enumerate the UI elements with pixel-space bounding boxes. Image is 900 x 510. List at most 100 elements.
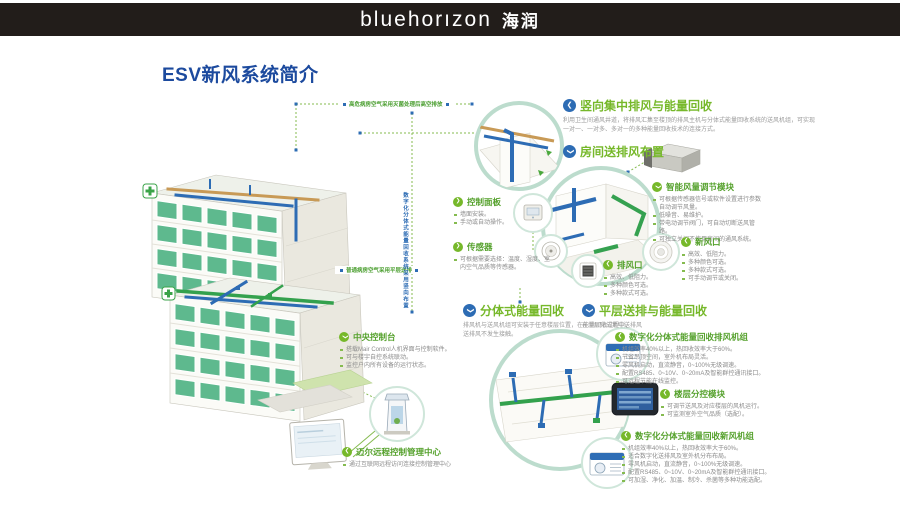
bullet-item: 可监测室外空气品质（选配）。 [660,411,792,419]
section-title: 房间送排风布置 [580,145,665,159]
section-title: 平层送排与能量回收 [599,304,708,318]
bullet-item: 多种款式可选。 [603,290,675,298]
top-logo-bar: bluehorızon 海润 [0,3,900,36]
bullet-item: 机组效率40%以上，热回收效率大于60%。 [615,346,807,354]
link-lines [348,430,380,458]
section-sensor: ❯ 传感器 可根据需要选择：温度、湿度、室内空气品质等传感器。 [453,241,555,272]
device-vav-box [644,143,702,173]
bullet-list: 可调节送风及对应楼层的风机运行。可监测室外空气品质（选配）。 [660,403,792,419]
section-desc: 在单层完成集中送排风 [582,323,643,329]
chevron-left-icon: ❮ [603,260,613,270]
device-erv-fresh-unit [581,437,633,489]
chevron-down-icon: ❯ [463,304,476,317]
chevron-down-icon: ❯ [652,182,662,192]
chevron-left-icon: ❮ [681,237,691,247]
section-central-console: ❯ 中央控制台 搭载Mair Control人机界面与控制软件。可与楼宇自控系统… [339,331,451,370]
bullet-item: 可与楼宇自控系统联动。 [339,354,451,362]
device-exhaust-grille [571,254,605,288]
section-floor-module: ❮ 楼层分控模块 可调节送风及对应楼层的风机运行。可监测室外空气品质（选配）。 [660,388,792,419]
section-title: 数字化分体式能量回收排风机组 [629,332,749,342]
section-title: 中央控制台 [353,332,396,342]
bullet-item: 零风机启动，直流静音，0~100%无级调速。 [621,461,827,469]
chevron-down-icon: ❯ [563,145,576,158]
section-fresh-outlet: ❮ 新风口 高效、低阻力。多种颜色可选。多种款式可选。可手动调节或关闭。 [681,236,769,283]
section-title: 排风口 [617,260,643,270]
chevron-right-icon: ❯ [453,197,463,207]
brand-logo-cn: 海润 [501,12,540,31]
section-title: 数字化分体式能量回收新风机组 [635,431,755,441]
note-vertical-riser: 数字化分体式能量回收系统采用竖向布置 [402,192,408,309]
bullet-item: 墙面安装。 [453,211,548,219]
chevron-left-icon: ❮ [615,332,625,342]
bullet-item: 通过互联网远程访问连接控制管理中心 [342,461,504,469]
section-floor-recovery: ❯ 平层送排与能量回收 在单层完成集中送排风 [582,302,732,331]
bullet-item: 可手动调节或关闭。 [681,275,769,283]
bullet-list: 机组效率40%以上，热回收效率大于60%。节省吊顶空间，室外机布局灵活。零风机启… [615,346,807,386]
bullet-list: 通过互联网远程访问连接控制管理中心 [342,461,504,469]
bullet-item: 搭载Mair Control人机界面与控制软件。 [339,346,451,354]
detail-circle-room [541,166,661,286]
section-room-layout: ❯ 房间送排风布置 [563,143,664,160]
bullet-item: 节省吊顶空间，室外机布局灵活。 [615,354,807,362]
device-monitor [289,418,347,470]
bullet-item: 低噪音、易维护。 [652,212,764,220]
chevron-left-icon: ❮ [621,431,631,441]
detail-circle-roof [474,101,564,191]
device-kiosk [369,386,425,442]
brand-logo-en: bluehorızon [360,7,492,31]
note-general-ward: 普通病房空气采用平层送排 [335,266,424,274]
chevron-left-icon: ❮ [342,447,352,457]
bullet-item: 监控户内所有设备的运行状态。 [339,362,451,370]
bullet-item: 高效、低阻力。 [603,274,675,282]
bullet-item: 可根据传感器信号或软件设置进行参数自动调节风量。 [652,196,764,212]
section-desc: 利用卫生间通风井道，将排风汇集至楼顶的排风主机与分体式能量回收系统的送风机组，可… [563,118,816,133]
hospital-cross-icon [161,286,176,301]
section-title: 竖向集中排风与能量回收 [580,99,713,113]
section-fresh-unit: ❮ 数字化分体式能量回收新风机组 机组效率40%以上，热回收效率大于60%。适合… [621,430,827,485]
device-control-panel [513,193,553,233]
chevron-left-icon: ❮ [660,389,670,399]
section-title: 控制面板 [467,197,502,207]
device-floor-module-board [611,382,659,416]
hospital-cross-icon [142,183,158,199]
bullet-item: 手动或自动操作。 [453,219,548,227]
section-split-recovery: ❯ 分体式能量回收 排风机与送风机组可安装于任意楼层位置，在能量回收过程中，送排… [463,302,631,339]
bullet-item: 可根据需要选择：温度、湿度、室内空气品质等传感器。 [453,256,555,272]
section-remote-center: ❮ 迈尔远程控制管理中心 通过互联网远程访问连接控制管理中心 [342,446,504,469]
bullet-item: 配置RS485、0~10V、0~20mA及智能群控通讯接口。 [621,469,827,477]
section-control-panel: ❯ 控制面板 墙面安装。手动或自动操作。 [453,196,548,227]
walkway [257,384,353,413]
section-exhaust-outlet: ❮ 排风口 高效、低阻力。多种颜色可选。多种款式可选。 [603,259,675,298]
bullet-item: 可独立关闭不使用房间的通风系统。 [652,236,764,244]
section-title: 智能风量调节模块 [666,182,735,192]
device-diffuser [642,233,680,271]
bullet-item: 带电动调节阀门，可自动切断送风管路。 [652,220,764,236]
page-title: ESV新风系统简介 [162,65,319,86]
bullet-item: 配置RS485、0~10V、0~20mA及智能群控通讯接口。 [615,370,807,378]
device-sensor [534,234,568,268]
bullet-list: 高效、低阻力。多种颜色可选。多种款式可选。 [603,274,675,298]
section-vertical-exhaust: ❮ 竖向集中排风与能量回收 利用卫生间通风井道，将排风汇集至楼顶的排风主机与分体… [563,97,815,134]
section-title: 楼层分控模块 [674,389,726,399]
chevron-right-icon: ❯ [453,242,463,252]
note-high-risk-ward: 高危病房空气采用灭菌处理后高空排放 [338,100,454,108]
section-desc: 排风机与送风机组可安装于任意楼层位置，在能量回收过程中，送排风不发生接触。 [463,323,632,338]
bullet-item: 可加湿、净化、加温、制冷、杀菌等多种功能选配。 [621,477,827,485]
bullet-item: 高效、低阻力。 [681,251,769,259]
bullet-list: 高效、低阻力。多种颜色可选。多种款式可选。可手动调节或关闭。 [681,251,769,283]
bullet-list: 机组效率40%以上，热回收效率大于60%。适合数字化送排风及室外机分布布局。零风… [621,445,827,485]
chevron-left-icon: ❮ [563,99,576,112]
section-title: 新风口 [695,237,721,247]
chevron-down-icon: ❯ [339,332,349,342]
section-title: 迈尔远程控制管理中心 [356,447,442,457]
section-title: 分体式能量回收 [480,304,565,318]
section-vav-module: ❯ 智能风量调节模块 可根据传感器信号或软件设置进行参数自动调节风量。低噪音、易… [652,181,764,244]
bullet-item: 适合数字化送排风及室外机分布布局。 [621,453,827,461]
bullet-list: 搭载Mair Control人机界面与控制软件。可与楼宇自控系统联动。监控户内所… [339,346,451,370]
bullet-list: 可根据传感器信号或软件设置进行参数自动调节风量。低噪音、易维护。带电动调节阀门，… [652,196,764,244]
building-lower [161,277,373,422]
device-erv-exhaust-unit [596,327,650,381]
chevron-down-icon: ❯ [582,304,595,317]
